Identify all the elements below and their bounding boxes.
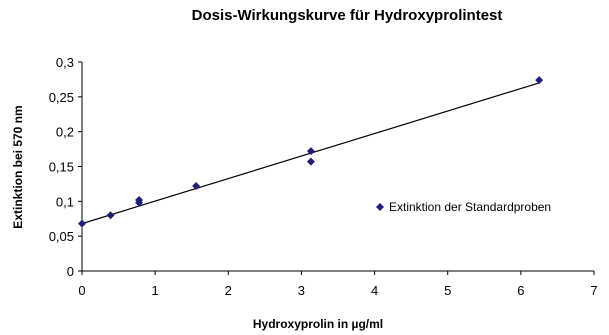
data-point-diamond	[135, 195, 144, 204]
x-tick-label: 7	[590, 283, 597, 298]
x-tick-label: 6	[517, 283, 524, 298]
y-tick-label: 0	[67, 264, 74, 279]
y-axis-ticks: 0 0,05 0,1 0,15 0,2 0,25 0,3	[49, 55, 82, 279]
legend-label: Extinktion der Standardproben	[389, 200, 551, 214]
y-axis-label: Extinktion bei 570 nm	[11, 105, 25, 228]
y-tick-label: 0,05	[49, 229, 74, 244]
x-tick-label: 3	[298, 283, 305, 298]
legend: Extinktion der Standardproben	[376, 200, 551, 214]
y-tick-label: 0,2	[56, 125, 74, 140]
x-tick-label: 0	[78, 283, 85, 298]
chart-title: Dosis-Wirkungskurve für Hydroxyprolintes…	[192, 7, 503, 24]
data-point-diamond	[306, 157, 315, 166]
y-tick-label: 0,25	[49, 90, 74, 105]
data-point-diamond	[192, 182, 201, 191]
data-points	[78, 76, 544, 228]
x-tick-label: 2	[225, 283, 232, 298]
x-axis-label: Hydroxyprolin in µg/ml	[253, 317, 383, 331]
data-point-diamond	[106, 211, 115, 220]
legend-marker-diamond-icon	[376, 203, 384, 211]
data-point-diamond	[78, 219, 86, 228]
y-tick-label: 0,15	[49, 160, 74, 175]
x-tick-label: 1	[152, 283, 159, 298]
data-point-diamond	[535, 76, 544, 85]
x-axis-ticks: 0 1 2 3 4 5 6 7	[78, 271, 598, 298]
data-point-diamond	[306, 147, 315, 156]
y-tick-label: 0,3	[56, 55, 74, 70]
y-tick-label: 0,1	[56, 194, 74, 209]
x-tick-label: 5	[444, 283, 451, 298]
x-tick-label: 4	[371, 283, 378, 298]
